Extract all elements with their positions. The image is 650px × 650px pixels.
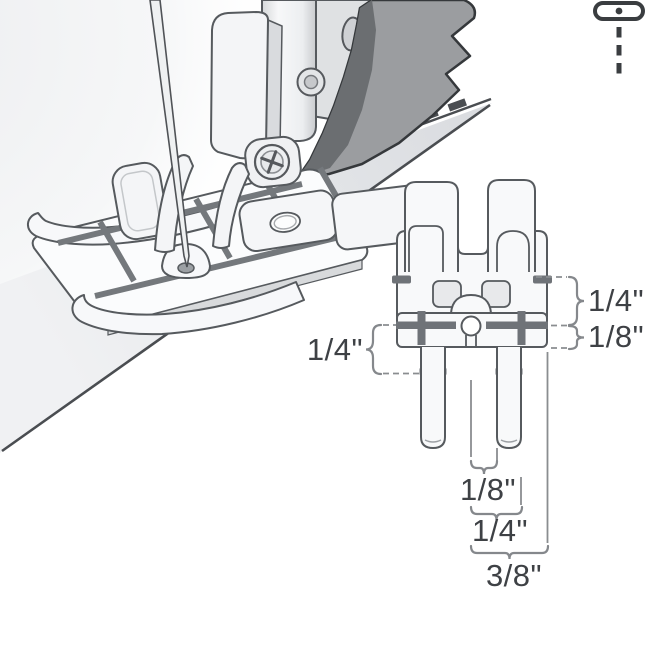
measurement-label-right-upper: 1/4": [588, 282, 645, 318]
front-arch: [449, 293, 493, 314]
machine-arm-dark: [295, 0, 477, 181]
foot-front-view: [392, 179, 552, 450]
sewing-foot-perspective-illustration: [0, 0, 492, 453]
front-pad-left: [432, 280, 462, 308]
front-legs: [420, 347, 522, 450]
front-needle-hole: [460, 315, 482, 337]
needle: [149, 0, 190, 268]
foot-prongs: [154, 154, 250, 253]
foot-clamp-bar: [238, 189, 339, 253]
measurement-label-left: 1/4": [306, 331, 363, 367]
presser-foot-ankle: [209, 10, 302, 189]
needle-hump: [160, 242, 212, 280]
front-pad-right: [481, 280, 511, 308]
measurement-label-bottom-inner: 1/8": [459, 471, 517, 507]
measurement-label-right-lower: 1/8": [588, 318, 645, 354]
measurement-braces: [365, 275, 585, 560]
front-prongs: [404, 179, 536, 272]
measurement-label-bottom-outer: 3/8": [485, 557, 543, 593]
front-toe: [71, 281, 305, 336]
foot-left-flange: [111, 161, 169, 241]
measurement-annotations: [365, 275, 585, 560]
snap-on-pin-icon: [593, 1, 645, 80]
phillips-screw-icon: [253, 143, 291, 181]
measurement-label-bottom-middle: 1/4": [471, 512, 529, 548]
